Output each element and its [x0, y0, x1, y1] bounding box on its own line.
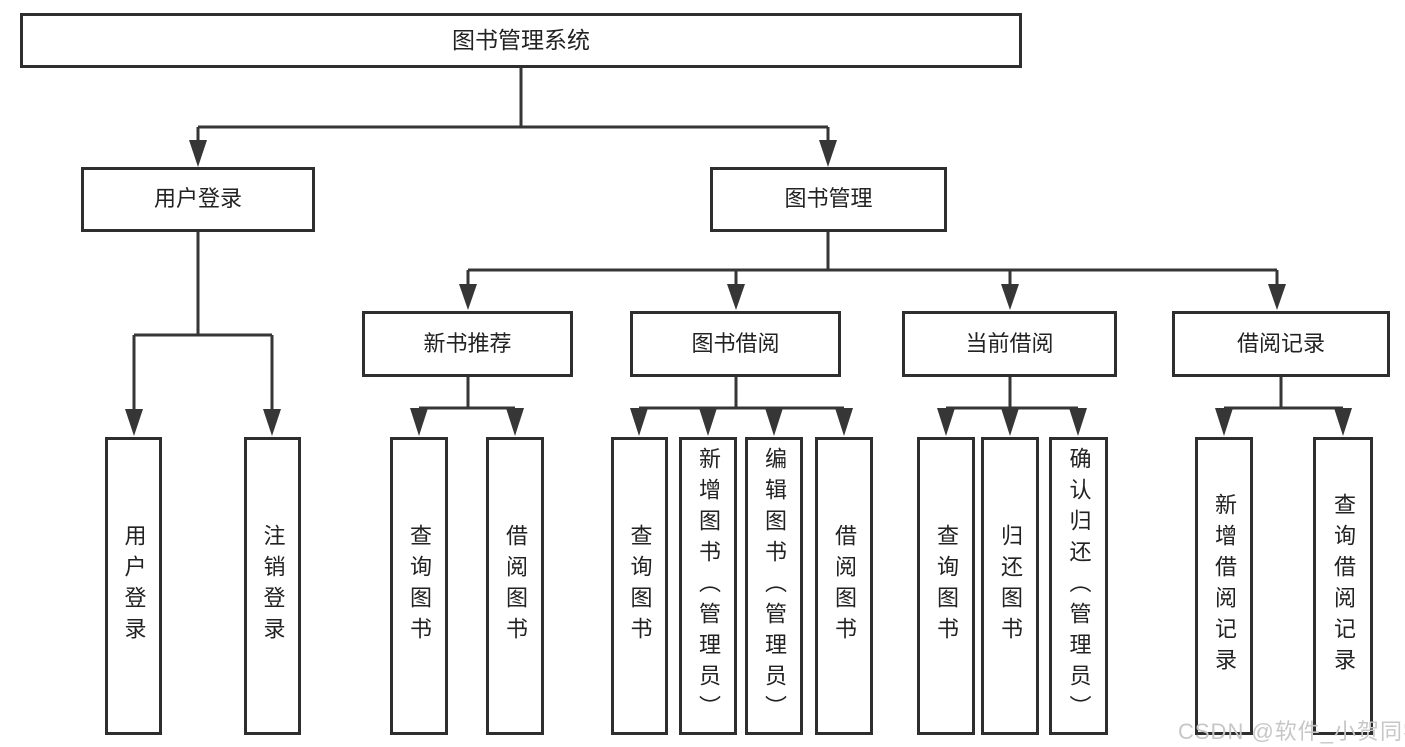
leaf-return-books: 归还图书 — [981, 437, 1039, 735]
arrowhead — [1001, 408, 1019, 436]
arrowhead — [1069, 408, 1087, 436]
leaf-borrow-books-recommend: 借阅图书 — [486, 437, 544, 735]
arrowhead — [819, 140, 837, 167]
leaf-query-books-current: 查询图书 — [917, 437, 975, 735]
leaf-user-login: 用户登录 — [105, 437, 162, 735]
connector-root-to-level2 — [196, 68, 830, 142]
node-user-login: 用户登录 — [81, 167, 315, 232]
arrowhead — [765, 408, 783, 436]
arrowhead — [1215, 408, 1233, 436]
node-book-management: 图书管理 — [710, 167, 947, 232]
leaf-edit-book-admin: 编辑图书（管理员） — [745, 437, 803, 735]
connector-book-mgmt-to-sections — [466, 232, 1279, 285]
leaf-query-books-borrowing: 查询图书 — [611, 437, 668, 735]
arrowhead — [937, 408, 955, 436]
arrowhead — [459, 284, 477, 310]
leaf-borrow-books-borrowing: 借阅图书 — [815, 437, 873, 735]
arrowhead — [630, 408, 648, 436]
arrowhead — [1334, 408, 1352, 436]
arrowhead — [1001, 284, 1019, 310]
leaf-query-borrow-record: 查询借阅记录 — [1313, 437, 1373, 735]
arrowhead — [125, 409, 143, 436]
node-root-system: 图书管理系统 — [20, 13, 1022, 68]
connector-user-login-to-leaves — [132, 232, 274, 411]
connector-sections-to-leaves — [419, 377, 1343, 410]
arrowhead — [506, 408, 524, 436]
arrowhead — [727, 284, 745, 310]
arrowhead — [263, 409, 281, 436]
leaf-add-book-admin: 新增图书（管理员） — [679, 437, 737, 735]
leaf-logout: 注销登录 — [244, 437, 301, 735]
arrowhead — [1268, 284, 1286, 310]
leaf-query-books-recommend: 查询图书 — [390, 437, 448, 735]
csdn-watermark: CSDN @软件_小贺同学 — [1178, 719, 1405, 744]
arrowhead — [699, 408, 717, 436]
node-book-borrowing: 图书借阅 — [630, 311, 841, 377]
leaf-add-borrow-record: 新增借阅记录 — [1195, 437, 1253, 735]
arrowhead — [410, 408, 428, 436]
node-borrow-records: 借阅记录 — [1172, 311, 1390, 377]
leaf-confirm-return-admin: 确认归还（管理员） — [1049, 437, 1108, 735]
arrowhead — [835, 408, 853, 436]
node-new-book-recommend: 新书推荐 — [362, 311, 573, 377]
node-current-borrowing: 当前借阅 — [902, 311, 1117, 377]
arrowhead — [189, 140, 207, 167]
